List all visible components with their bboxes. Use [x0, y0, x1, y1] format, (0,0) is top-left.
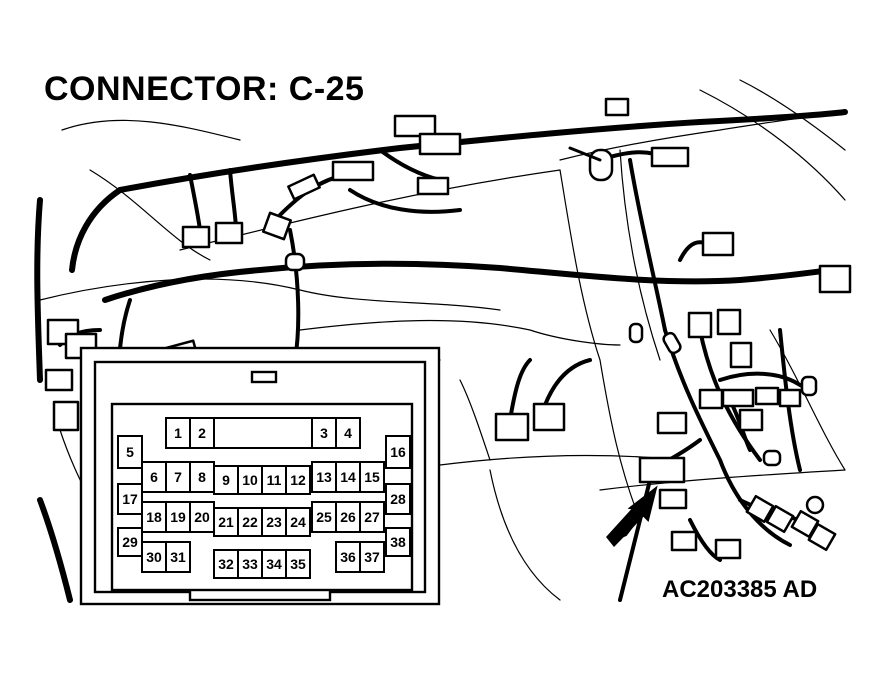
pin-cell-18: [141, 501, 167, 533]
pin-cell-2: [189, 417, 215, 449]
pin-cell-23: [261, 507, 287, 537]
pin-cell-17: [117, 483, 143, 515]
pin-label-25: 25: [316, 509, 332, 525]
pin-label-31: 31: [170, 549, 186, 565]
pin-label-17: 17: [122, 491, 138, 507]
figure-code: AC203385 AD: [662, 576, 817, 604]
pin-label-27: 27: [364, 509, 380, 525]
harness-connectors: [44, 97, 852, 560]
pin-cell-4: [335, 417, 361, 449]
connector-key-blank: [213, 417, 313, 449]
pin-label-8: 8: [198, 469, 206, 485]
pin-label-18: 18: [146, 509, 162, 525]
pin-label-5: 5: [126, 444, 134, 460]
pin-cell-16: [385, 435, 411, 469]
pin-label-12: 12: [290, 472, 306, 488]
pin-cell-14: [335, 461, 361, 493]
pin-label-26: 26: [340, 509, 356, 525]
pin-cell-13: [311, 461, 337, 493]
pin-label-9: 9: [222, 472, 230, 488]
figure-code-suffix: AD: [782, 576, 818, 603]
pin-cell-31: [165, 541, 191, 573]
pin-cell-37: [359, 541, 385, 573]
pin-label-24: 24: [290, 514, 306, 530]
pin-cell-36: [335, 541, 361, 573]
pin-label-21: 21: [218, 514, 234, 530]
pin-label-34: 34: [266, 556, 282, 572]
pin-cell-5: [117, 435, 143, 469]
pin-cell-24: [285, 507, 311, 537]
pin-label-10: 10: [242, 472, 258, 488]
pin-cell-12: [285, 465, 311, 495]
pin-label-13: 13: [316, 469, 332, 485]
connector-title: CONNECTOR: C-25: [44, 70, 365, 108]
main-harness: [34, 109, 848, 603]
pin-label-35: 35: [290, 556, 306, 572]
pin-label-32: 32: [218, 556, 234, 572]
pin-label-20: 20: [194, 509, 210, 525]
pin-label-30: 30: [146, 549, 162, 565]
pin-label-29: 29: [122, 534, 138, 550]
pin-label-22: 22: [242, 514, 258, 530]
pin-label-2: 2: [198, 425, 206, 441]
pin-label-36: 36: [340, 549, 356, 565]
pin-cell-22: [237, 507, 263, 537]
pin-label-33: 33: [242, 556, 258, 572]
pin-cell-7: [165, 461, 191, 493]
pin-label-37: 37: [364, 549, 380, 565]
pin-cell-26: [335, 501, 361, 533]
pin-label-23: 23: [266, 514, 282, 530]
pin-cell-34: [261, 549, 287, 579]
pin-cell-19: [165, 501, 191, 533]
pin-cell-9: [213, 465, 239, 495]
pin-label-14: 14: [340, 469, 356, 485]
pin-cell-28: [385, 483, 411, 515]
figure-code-number: AC203385: [662, 576, 777, 603]
pin-cell-15: [359, 461, 385, 493]
pin-label-4: 4: [344, 425, 352, 441]
pin-cell-35: [285, 549, 311, 579]
pin-cell-11: [261, 465, 287, 495]
pin-label-3: 3: [320, 425, 328, 441]
pin-label-11: 11: [267, 472, 282, 488]
pin-label-19: 19: [170, 509, 186, 525]
pin-cell-30: [141, 541, 167, 573]
pin-label-1: 1: [174, 425, 182, 441]
pin-label-6: 6: [150, 469, 158, 485]
pin-label-7: 7: [174, 469, 182, 485]
pin-cell-29: [117, 527, 143, 557]
pin-label-28: 28: [390, 491, 406, 507]
pin-label-38: 38: [390, 534, 406, 550]
pin-cell-33: [237, 549, 263, 579]
pin-cell-38: [385, 527, 411, 557]
pin-cell-27: [359, 501, 385, 533]
pin-label-16: 16: [390, 444, 406, 460]
pin-label-15: 15: [364, 469, 380, 485]
pin-cell-25: [311, 501, 337, 533]
